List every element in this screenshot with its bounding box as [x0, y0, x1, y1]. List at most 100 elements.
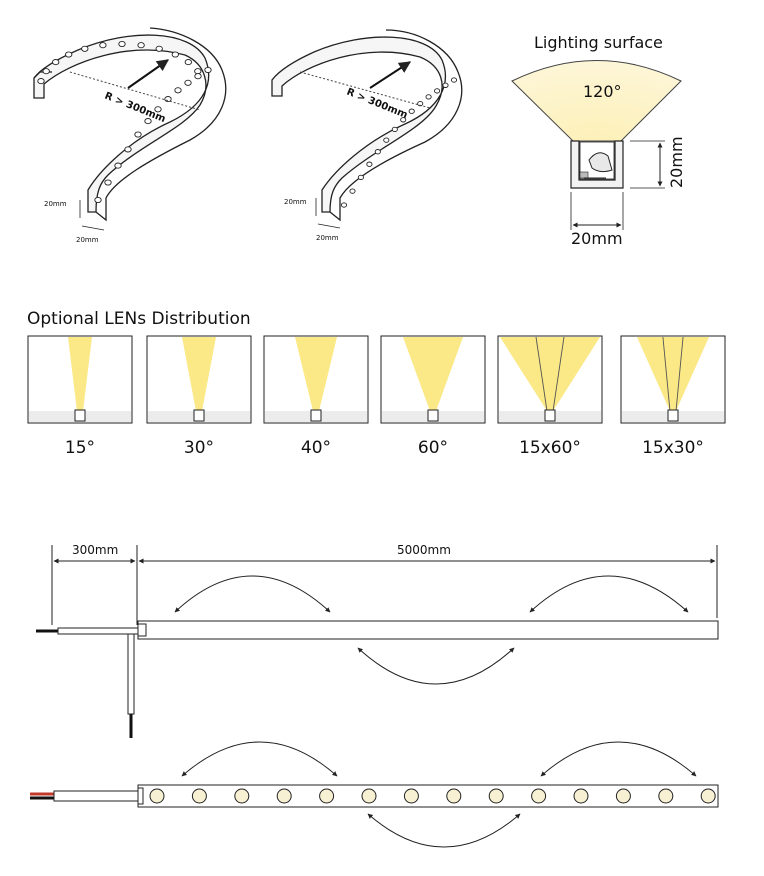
profile-led-dot	[104, 179, 112, 186]
profile-side-led-dot	[391, 126, 398, 133]
lens-option-label: 60°	[418, 438, 448, 458]
lens-beam-divider	[552, 336, 565, 412]
lens-option-label: 15°	[65, 438, 95, 458]
lens-option-5: 15x60°	[497, 335, 603, 458]
lens-beam	[295, 337, 337, 411]
strip-diagram-top: 300mm 5000mm	[36, 543, 719, 738]
led-dots-profile-2	[340, 77, 458, 208]
bent-profile-view-1: R > 300mm 20mm 20mm	[33, 27, 227, 244]
strip-led	[149, 788, 165, 804]
profile-led-dot	[194, 73, 202, 80]
lens-option-1: 15°	[27, 335, 133, 458]
lens-beam	[500, 337, 600, 411]
strip-led	[319, 788, 335, 804]
bend-arrow-6	[367, 813, 521, 848]
height-dimension-label: 20mm	[667, 136, 686, 188]
lens-section-title: Optional LENs Distribution	[27, 309, 251, 329]
profile-side-led-dot	[400, 117, 407, 123]
lens-option-label: 30°	[184, 438, 214, 458]
strip-body-2	[137, 784, 719, 808]
profile-led-dot	[94, 196, 102, 204]
lens-beam-divider	[535, 336, 548, 412]
radius-dotted-line-2	[299, 71, 431, 109]
profile-led-dot	[204, 66, 212, 74]
lens-profile-mark	[427, 409, 439, 422]
lens-options-row: 15° 30° 40° 60° 15x60° 15x30°	[27, 335, 726, 458]
profile-led-dot	[52, 59, 60, 66]
lens-beam	[68, 337, 92, 411]
profile-led-dot	[99, 42, 107, 49]
profile-side-led-dot	[357, 174, 364, 181]
radius-arrow-2	[369, 61, 412, 89]
lens-beam	[637, 337, 709, 411]
lens-option-label: 15x60°	[519, 438, 581, 458]
profile-led-dot	[114, 162, 122, 169]
profile-led-dot	[184, 79, 192, 86]
lens-option-label: 15x30°	[642, 438, 704, 458]
beam-fan	[511, 60, 682, 142]
cable-vertical	[127, 633, 135, 715]
strip-led-row	[149, 788, 716, 804]
strip-led	[531, 788, 547, 804]
profile-led-dot	[194, 68, 202, 75]
profile-led-dot	[134, 131, 142, 138]
beam-angle-label: 120°	[583, 82, 622, 101]
profile-side-led-dot	[425, 94, 432, 100]
strip-led	[234, 788, 250, 804]
profile-led-dot	[154, 106, 162, 113]
strip-led	[191, 788, 207, 804]
profile-led-dot	[65, 51, 73, 58]
radius-label-2: R > 300mm	[345, 87, 409, 121]
lens-beam-divider	[662, 336, 671, 412]
cable-horizontal	[57, 627, 139, 635]
strip-led	[446, 788, 462, 804]
led-dots-profile-1	[37, 40, 212, 204]
lens-beam	[182, 337, 216, 411]
bottom-dimension-label: 20mm	[76, 236, 99, 244]
lens-profile-mark	[667, 409, 679, 422]
profile-side-led-dot	[408, 108, 415, 114]
profile-side-led-dot	[383, 137, 390, 143]
strip-led	[403, 788, 419, 804]
width-dimension-label: 20mm	[571, 229, 623, 248]
lens-option-6: 15x30°	[620, 335, 726, 458]
strip-led	[658, 788, 674, 804]
profile-side-led-dot	[366, 161, 373, 167]
lens-profile-mark	[74, 409, 86, 422]
lead-length-label: 300mm	[72, 543, 118, 557]
bend-arrow-2	[529, 575, 689, 613]
lens-profile-mark	[544, 409, 556, 422]
strip-diagram-bottom	[30, 741, 719, 848]
lens-beam	[403, 337, 463, 411]
strip-led	[573, 788, 589, 804]
profile-side-led-dot	[349, 188, 356, 194]
lens-option-2: 30°	[146, 335, 252, 458]
profile-side-led-dot	[442, 82, 449, 88]
profile-led-dot	[42, 68, 50, 75]
profile-led-dot	[155, 45, 163, 52]
strip-led	[276, 788, 292, 804]
cable-2	[53, 790, 139, 802]
profile-led-dot	[174, 87, 182, 94]
bend-arrow-3	[357, 647, 515, 685]
bend-arrow-4	[181, 741, 338, 777]
profile-led-dot	[118, 40, 126, 48]
radius-dotted-line	[69, 71, 201, 111]
strip-length-label: 5000mm	[397, 543, 451, 557]
profile-led-dot	[81, 45, 89, 52]
strip-led	[615, 788, 631, 804]
lens-option-3: 40°	[263, 335, 369, 458]
strip-led	[361, 788, 377, 804]
profile-led-dot	[184, 59, 192, 66]
profile-led-dot	[171, 51, 179, 58]
strip-body-1	[137, 620, 719, 640]
bend-arrow-1	[174, 575, 331, 613]
bottom-dimension-label-2: 20mm	[316, 234, 339, 242]
profile-cross-section	[570, 140, 624, 189]
bent-profile-view-2: R > 300mm 20mm 20mm	[271, 29, 463, 242]
profile-side-led-dot	[374, 149, 381, 155]
strip-led	[700, 788, 716, 804]
profile-side-led-dot	[340, 202, 348, 208]
profile-side-led-dot	[450, 77, 458, 83]
